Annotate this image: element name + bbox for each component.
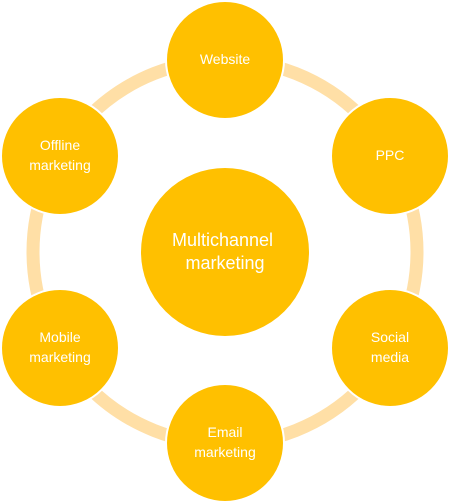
node-label-offline-marketing-line-1: Offline: [40, 137, 80, 153]
node-label-social-media-line-1: Social: [371, 329, 409, 345]
node-mobile-marketing: Mobile marketing: [0, 288, 120, 408]
node-circle-ppc: [330, 96, 450, 216]
node-label-website: Website: [200, 51, 251, 67]
node-label-email-marketing: Email marketing: [194, 424, 255, 460]
node-circle-website: [165, 0, 285, 120]
node-label-mobile-marketing-line-1: Mobile: [39, 329, 80, 345]
center-circle: [139, 166, 311, 338]
node-circle-mobile-marketing: [0, 288, 120, 408]
node-ppc: PPC: [330, 96, 450, 216]
node-label-email-marketing-line-2: marketing: [194, 444, 255, 460]
node-label-email-marketing-line-1: Email: [207, 424, 242, 440]
node-label-mobile-marketing: Mobile marketing: [29, 329, 90, 365]
center-label-line-2: marketing: [185, 253, 264, 273]
center-label-line-1: Multichannel: [172, 230, 273, 250]
node-circle-email-marketing: [165, 383, 285, 502]
node-label-ppc: PPC: [376, 147, 405, 163]
node-offline-marketing: Offline marketing: [0, 96, 120, 216]
node-email-marketing: Email marketing: [165, 383, 285, 502]
node-label-social-media-line-2: media: [371, 349, 409, 365]
center-label: Multichannel marketing: [172, 230, 278, 273]
node-social-media: Social media: [330, 288, 450, 408]
node-label-offline-marketing: Offline marketing: [29, 137, 90, 173]
node-label-mobile-marketing-line-2: marketing: [29, 349, 90, 365]
node-label-offline-marketing-line-2: marketing: [29, 157, 90, 173]
node-circle-social-media: [330, 288, 450, 408]
node-circle-offline-marketing: [0, 96, 120, 216]
center-node: Multichannel marketing: [139, 166, 311, 338]
node-label-website-line-1: Website: [200, 51, 251, 67]
node-website: Website: [165, 0, 285, 120]
node-label-ppc-line-1: PPC: [376, 147, 405, 163]
node-label-social-media: Social media: [371, 329, 409, 365]
